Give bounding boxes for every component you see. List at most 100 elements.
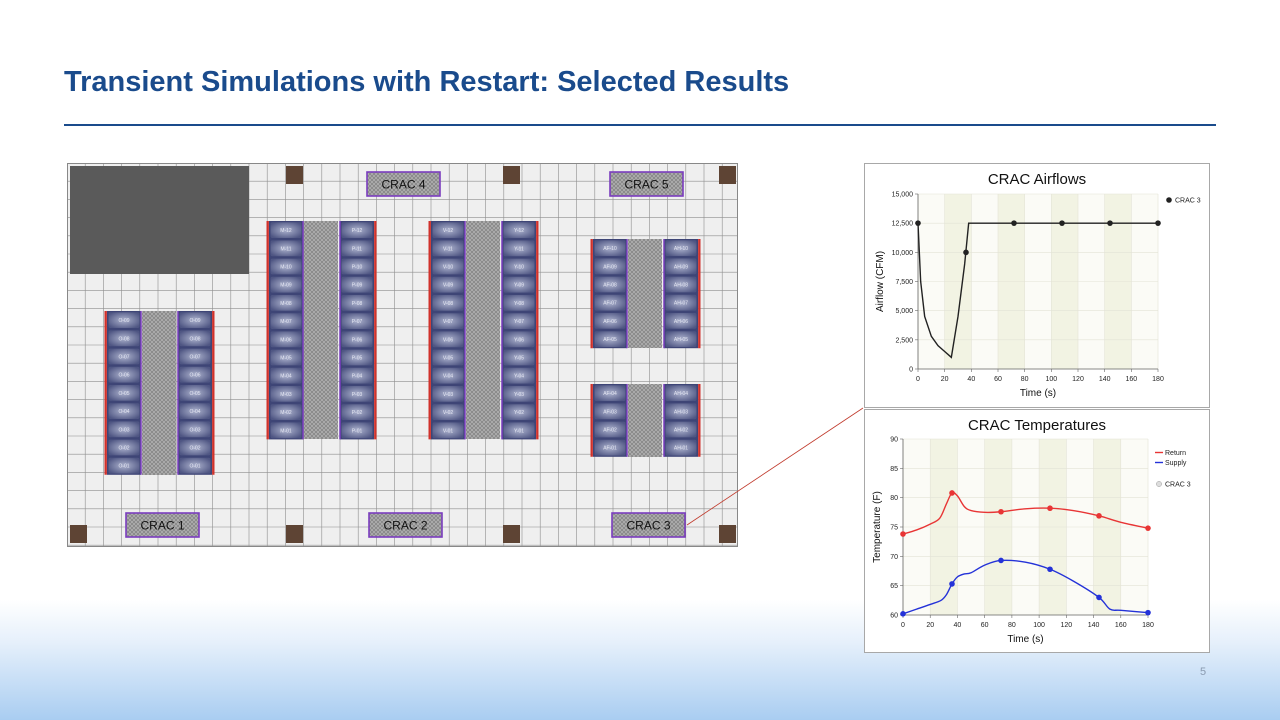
rack — [270, 331, 302, 348]
crac-unit-label: CRAC 3 — [626, 519, 670, 533]
rack-label: V-09 — [443, 283, 454, 289]
rack-label: P-05 — [352, 356, 363, 362]
rack — [503, 240, 535, 257]
crac-unit: CRAC 5 — [609, 171, 684, 197]
rack — [270, 222, 302, 238]
y-axis-label: Airflow (CFM) — [875, 251, 886, 312]
rack — [594, 258, 626, 275]
rack-label: M-11 — [280, 246, 291, 252]
y-tick-label: 12,500 — [892, 221, 914, 228]
rack-label: O-07 — [189, 355, 200, 361]
title-rule — [64, 124, 1216, 126]
data-point — [1059, 220, 1065, 226]
rack-label: O-05 — [118, 391, 129, 397]
y-tick-label: 10,000 — [892, 250, 914, 257]
rack — [270, 295, 302, 311]
x-tick-label: 180 — [1142, 622, 1154, 629]
crac-unit-box — [609, 171, 684, 197]
rack-label: P-02 — [352, 410, 363, 416]
rack-label: AH-03 — [674, 409, 688, 415]
crac-unit-box — [368, 512, 443, 538]
rack-column: O-09O-08O-07O-06O-05O-04O-03O-02O-01 — [177, 311, 215, 475]
rack — [432, 349, 464, 366]
rack — [503, 349, 535, 366]
rack — [665, 331, 697, 347]
rack-label: M-02 — [280, 410, 292, 416]
rack — [341, 258, 373, 275]
y-tick-label: 80 — [890, 495, 898, 502]
data-point — [1145, 609, 1151, 616]
rack — [270, 258, 302, 275]
rack-label: AH-07 — [674, 301, 688, 307]
rack — [432, 313, 464, 329]
x-tick-label: 140 — [1099, 376, 1111, 383]
column — [286, 525, 303, 543]
rack-label: V-11 — [443, 246, 453, 252]
rack — [594, 294, 626, 311]
floor-border — [67, 163, 738, 547]
rack-label: V-12 — [443, 228, 454, 234]
rack-label: M-06 — [280, 337, 292, 343]
rack-label: Y-09 — [514, 283, 524, 289]
data-point — [900, 611, 906, 617]
x-tick-label: 80 — [1021, 376, 1029, 383]
rack-label: AF-07 — [603, 301, 617, 307]
rack — [432, 386, 464, 402]
y-tick-label: 65 — [890, 583, 898, 590]
rack — [432, 240, 464, 257]
column — [719, 525, 736, 543]
rack — [503, 276, 535, 293]
rack-label: M-05 — [280, 356, 292, 362]
rack — [432, 367, 464, 384]
rack — [594, 421, 626, 438]
rack — [503, 295, 535, 311]
rack-label: Y-01 — [514, 428, 524, 434]
rack-column: Y-12Y-11Y-10Y-09Y-08Y-07Y-06Y-05Y-04Y-03… — [501, 221, 539, 440]
blocked-area — [70, 166, 249, 274]
rack-label: AH-10 — [674, 246, 688, 252]
rack — [341, 276, 373, 293]
x-axis-label: Time (s) — [1007, 634, 1043, 645]
rack — [432, 258, 464, 275]
rack-label: O-02 — [189, 446, 200, 452]
data-point — [1107, 220, 1113, 226]
rack — [432, 331, 464, 348]
rack — [270, 386, 302, 402]
rack-column-back — [664, 239, 698, 349]
rack-column: O-09O-08O-07O-06O-05O-04O-03O-02O-01 — [104, 311, 142, 475]
rack — [270, 240, 302, 257]
rack — [108, 439, 140, 456]
cold-aisle — [628, 384, 662, 457]
data-point — [915, 220, 921, 226]
rack-label: Y-05 — [514, 356, 524, 362]
rack — [108, 366, 140, 383]
rack — [179, 312, 211, 328]
rack — [341, 331, 373, 348]
rack-label: Y-12 — [514, 228, 524, 234]
rack-label: Y-04 — [514, 374, 524, 380]
rack-label: O-03 — [189, 427, 200, 433]
series-line — [902, 491, 1149, 535]
rack — [594, 385, 626, 401]
rack-label: P-07 — [352, 319, 363, 325]
data-point — [949, 581, 955, 587]
rack-column-back — [502, 221, 536, 440]
rack — [594, 439, 626, 456]
rack — [503, 404, 535, 420]
rack — [594, 403, 626, 420]
x-tick-label: 140 — [1088, 622, 1100, 629]
chart-title: CRAC Airflows — [988, 171, 1086, 188]
data-point — [963, 249, 969, 256]
x-tick-label: 80 — [1008, 622, 1016, 629]
x-tick-label: 60 — [981, 622, 989, 629]
rack — [179, 385, 211, 401]
rack — [341, 422, 373, 439]
crac-unit-label: CRAC 5 — [624, 178, 668, 192]
rack-label: M-04 — [280, 374, 292, 380]
rack — [108, 385, 140, 401]
rack — [432, 295, 464, 311]
